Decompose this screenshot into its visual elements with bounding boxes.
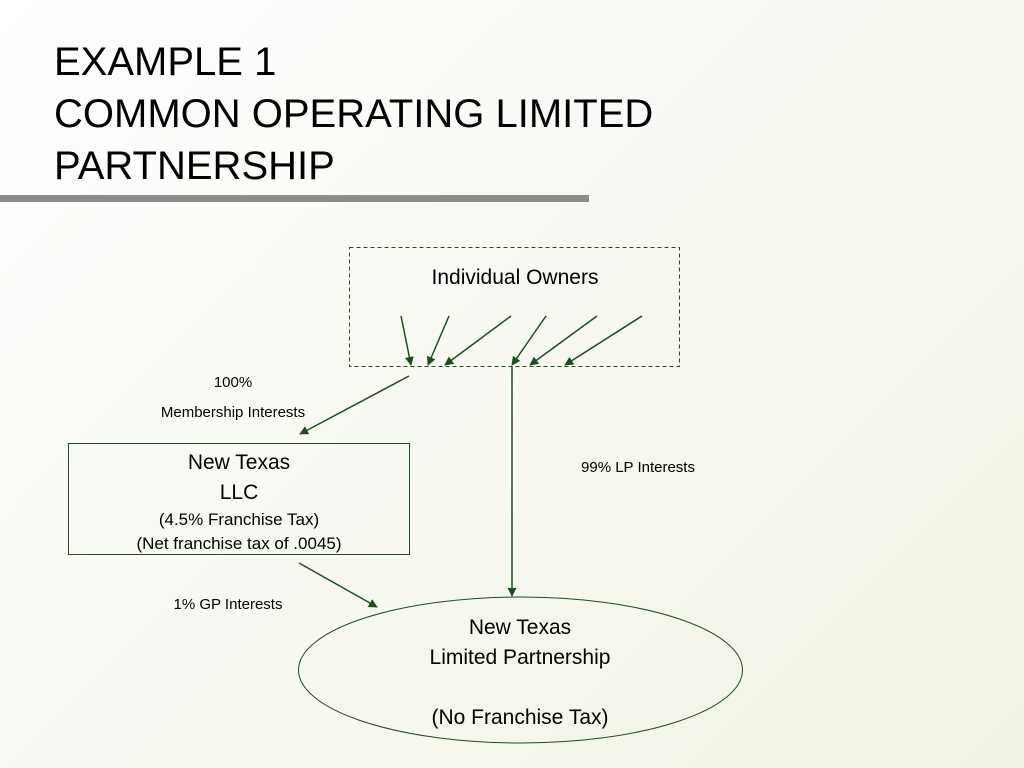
owner-arrow-1 <box>400 315 414 366</box>
membership-interests-label: Membership Interests <box>160 404 306 421</box>
title-underline <box>0 195 589 202</box>
llc-franchise-tax: (4.5% Franchise Tax) <box>158 510 320 529</box>
llc-net-franchise-tax: (Net franchise tax of .0045) <box>136 534 342 553</box>
llc-name-line-1: New Texas <box>187 451 291 474</box>
owner-arrow-2 <box>427 315 450 366</box>
owner-arrow-5 <box>529 315 598 366</box>
owner-arrow-6 <box>564 315 643 366</box>
individual-owners-box <box>349 247 680 367</box>
lp-spacer <box>370 673 670 703</box>
lp-name-line-1: New Texas <box>468 616 572 639</box>
gp-interests-label: 1% GP Interests <box>173 596 283 613</box>
title-line-2: COMMON OPERATING LIMITED <box>54 92 654 136</box>
llc-name-line-2: LLC <box>219 481 259 504</box>
membership-percent-label: 100% <box>213 374 253 391</box>
gp-interests-arrow <box>298 562 378 608</box>
owner-arrow-3 <box>444 315 512 366</box>
owner-arrow-4 <box>511 315 547 366</box>
title-line-1: EXAMPLE 1 <box>54 40 277 84</box>
individual-owners-label: Individual Owners <box>431 266 599 289</box>
llc-text: New Texas LLC (4.5% Franchise Tax) (Net … <box>69 448 409 556</box>
lp-text: New Texas Limited Partnership (No Franch… <box>370 613 670 733</box>
slide-title: EXAMPLE 1 COMMON OPERATING LIMITED PARTN… <box>54 36 653 192</box>
membership-interests-arrow <box>299 375 410 435</box>
lp-interests-label: 99% LP Interests <box>581 459 695 476</box>
new-texas-lp-ellipse <box>298 596 743 744</box>
title-line-3: PARTNERSHIP <box>54 144 335 188</box>
new-texas-llc-box <box>68 443 410 555</box>
owner-arrows <box>400 315 643 366</box>
lp-name-line-2: Limited Partnership <box>429 646 611 669</box>
lp-franchise-tax: (No Franchise Tax) <box>431 706 609 729</box>
